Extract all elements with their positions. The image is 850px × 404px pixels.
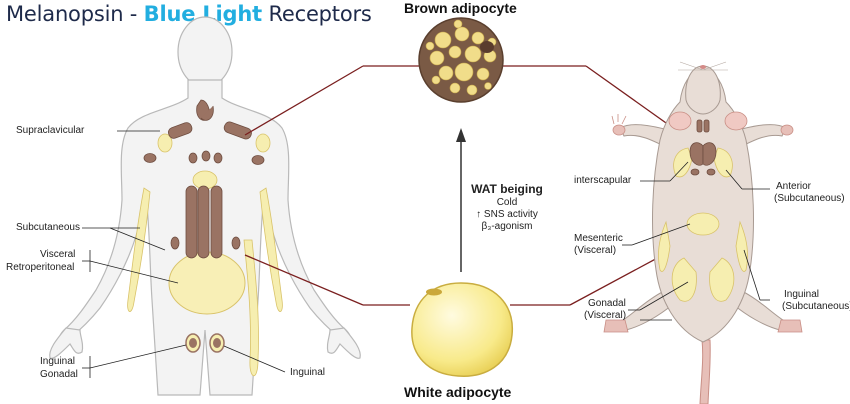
human-head: [177, 16, 233, 88]
label-mesenteric: Mesenteric: [574, 233, 623, 244]
label-supraclavicular: Supraclavicular: [16, 125, 85, 136]
mouse-nose: [678, 61, 728, 71]
mouse-leader-lines: [622, 161, 770, 321]
mouse-ears: [668, 111, 748, 131]
white-adipocyte-label: White adipocyte: [404, 384, 512, 400]
label-anterior: Anterior: [776, 181, 812, 192]
label-gonadal: Gonadal: [40, 369, 78, 380]
wat-beiging-heading: WAT beiging: [471, 182, 543, 196]
label-anterior-sub: (Subcutaneous): [774, 193, 845, 204]
label-mouse-inguinal: Inguinal: [784, 289, 820, 300]
label-subcutaneous: Subcutaneous: [16, 222, 80, 233]
label-retroperitoneal: Retroperitoneal: [6, 262, 75, 273]
title-suffix: Receptors: [261, 2, 372, 26]
beiging-arrow: [456, 128, 466, 272]
human-gonadal-fat: [185, 333, 225, 353]
label-visceral: Visceral: [40, 249, 76, 260]
label-interscapular: interscapular: [574, 175, 632, 186]
mouse-brown-fat: [689, 119, 717, 176]
mouse-paws: [603, 114, 803, 333]
human-leader-lines: [82, 130, 286, 378]
human-brown-fat: [143, 99, 265, 259]
figure-title: Melanopsin - Blue Light Receptors: [6, 2, 372, 26]
title-prefix: Melanopsin -: [6, 2, 144, 26]
label-inguinal-right: Inguinal: [290, 367, 326, 378]
beiging-agonism: β₃-agonism: [481, 221, 533, 232]
label-mouse-inguinal-sub: (Subcutaneous): [782, 301, 850, 312]
brown-adipocyte-label: Brown adipocyte: [404, 0, 517, 16]
label-mouse-gonadal-sub: (Visceral): [584, 310, 627, 321]
beiging-sns: ↑ SNS activity: [476, 209, 538, 220]
wat-beiging-text: WAT beiging Cold ↑ SNS activity β₃-agoni…: [462, 182, 552, 233]
mouse-tail: [699, 339, 711, 404]
white-adipocyte-cell: [411, 282, 513, 377]
human-subcutaneous-fat: [127, 133, 283, 377]
label-inguinal-left: Inguinal: [40, 356, 76, 367]
mouse-white-fat: [658, 147, 748, 302]
beiging-cold: Cold: [496, 197, 518, 208]
label-mesenteric-sub: (Visceral): [574, 245, 617, 256]
human-right-hand: [326, 327, 361, 359]
human-left-hand: [49, 327, 84, 359]
human-visceral-fat: [168, 251, 246, 315]
brown-adipocyte-cell: [418, 17, 504, 103]
label-mouse-gonadal: Gonadal: [588, 298, 626, 309]
